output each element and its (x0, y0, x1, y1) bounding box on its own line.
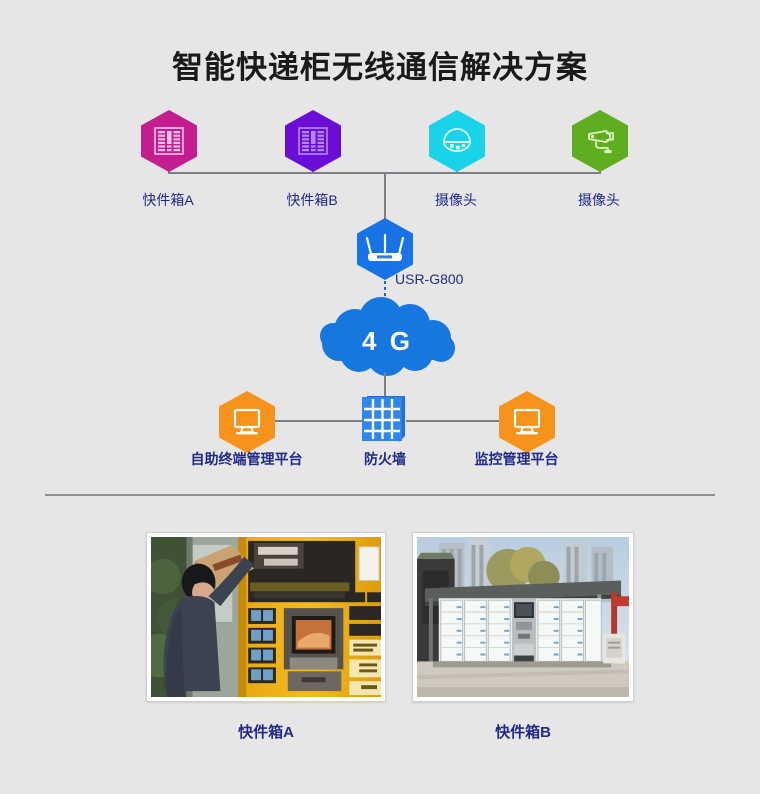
dome-camera-icon (443, 128, 471, 152)
connector-firewall-to-surveillance (406, 420, 501, 422)
monitor-icon (233, 408, 261, 435)
node-locker-b[interactable] (285, 110, 341, 172)
photo-locker-a-image (151, 537, 381, 697)
photo-caption-locker-a: 快件箱A (238, 724, 294, 741)
photo-caption-locker-b: 快件箱B (495, 724, 551, 741)
node-surveillance-platform[interactable] (499, 391, 555, 453)
parcel-locker-icon (298, 127, 328, 155)
photo-locker-b[interactable] (412, 532, 634, 702)
node-locker-a[interactable] (141, 110, 197, 172)
connector-router-to-cloud (384, 281, 386, 311)
node-label-firewall: 防火墙 (364, 451, 406, 467)
cloud-label: 4 G (362, 325, 413, 356)
wireless-router-icon (365, 233, 405, 261)
firewall-brick-icon (362, 396, 405, 442)
page-title: 智能快递柜无线通信解决方案 (172, 50, 588, 85)
photo-locker-a[interactable] (146, 532, 386, 702)
node-camera-dome[interactable] (429, 110, 485, 172)
photo-locker-b-image (417, 537, 629, 697)
node-label-locker-a: 快件箱A (142, 192, 194, 208)
node-label-camera-bullet: 摄像头 (578, 192, 620, 208)
node-label-locker-b: 快件箱B (286, 192, 338, 208)
node-usr-g800-router[interactable] (357, 218, 413, 280)
node-label-camera-dome: 摄像头 (435, 192, 477, 208)
monitor-icon (513, 408, 541, 435)
connector-bus-to-router (384, 172, 386, 219)
node-terminal-platform[interactable] (219, 391, 275, 453)
node-4g-cloud[interactable]: 4 G (315, 296, 460, 378)
node-camera-bullet[interactable] (572, 110, 628, 172)
connector-firewall-to-terminal (270, 420, 365, 422)
bullet-camera-icon (588, 130, 614, 153)
node-label-surveillance-platform: 监控管理平台 (474, 451, 559, 467)
cloud-icon (320, 297, 455, 376)
node-label-terminal-platform: 自助终端管理平台 (190, 451, 303, 467)
node-firewall[interactable] (361, 392, 409, 444)
connector-cloud-to-firewall (384, 372, 386, 396)
parcel-locker-icon (154, 127, 184, 155)
section-divider (45, 494, 715, 496)
node-label-usr-g800: USR-G800 (395, 271, 464, 287)
